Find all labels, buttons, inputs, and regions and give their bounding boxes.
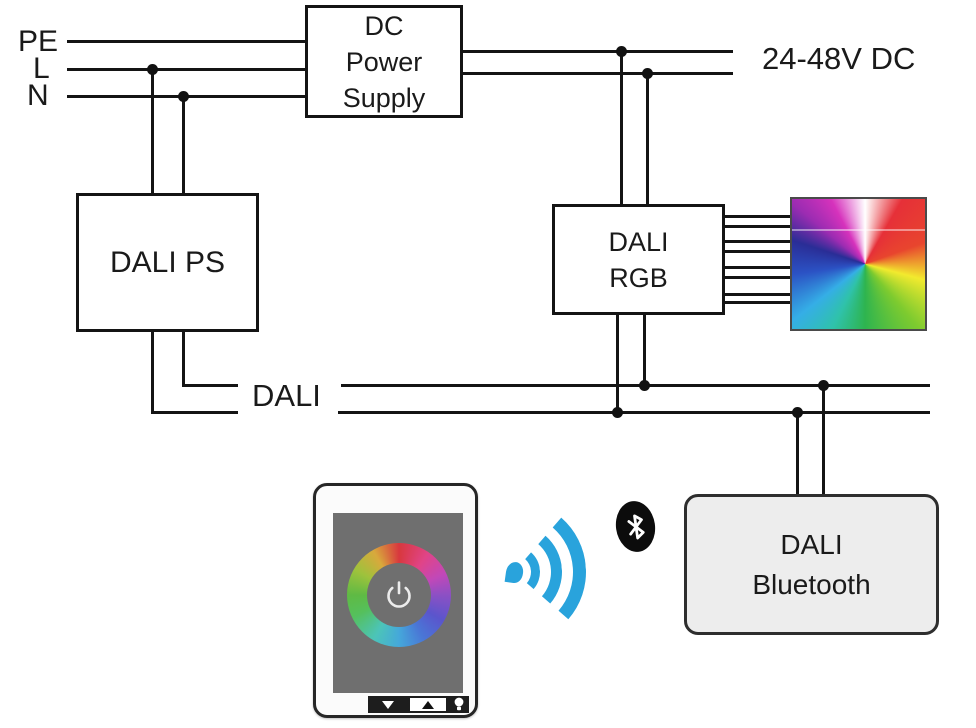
lamp-button	[448, 696, 469, 713]
dali-rgb-label-1: DALI	[608, 226, 669, 257]
bluetooth-logo-icon	[612, 498, 659, 555]
wire-dc-minus	[463, 72, 733, 75]
dc-power-supply-label-1: DC	[364, 10, 404, 41]
dim-up-button	[408, 696, 448, 713]
junction-dot	[612, 407, 623, 418]
up-triangle-icon	[422, 700, 434, 709]
color-wheel-ring	[347, 543, 451, 647]
wireless-signal-icon	[437, 495, 614, 649]
wire-rgb-da1-drop	[643, 313, 646, 387]
lamp-icon	[454, 697, 463, 711]
wire-rgb-ch3a	[725, 266, 791, 269]
power-button-icon	[387, 581, 411, 608]
bluetooth-rune	[626, 514, 645, 539]
wire-l	[67, 68, 307, 71]
junction-dot	[818, 380, 829, 391]
dali-bluetooth-label-1: DALI	[780, 528, 843, 560]
touch-panel-controller	[313, 483, 478, 718]
wire-ps-da1-drop	[182, 330, 185, 387]
label-pe: PE	[18, 25, 59, 58]
junction-dot	[616, 46, 627, 57]
dali-rgb-box: DALI RGB	[552, 204, 725, 315]
down-triangle-icon	[382, 700, 394, 709]
wire-bt-da1-riser	[822, 384, 825, 496]
wire-n-drop	[182, 95, 185, 196]
junction-dot	[642, 68, 653, 79]
label-dc-voltage: 24-48V DC	[762, 41, 916, 76]
color-wheel-center	[367, 563, 431, 627]
touch-panel-screen	[333, 513, 469, 713]
dc-power-supply-box: DC Power Supply	[305, 5, 463, 118]
label-dali-bus: DALI	[252, 378, 321, 413]
wire-rgb-ch4b	[725, 301, 791, 304]
dali-ps-label: DALI PS	[109, 245, 226, 279]
dali-rgb-label-2: RGB	[609, 262, 668, 293]
color-gamut-square	[790, 197, 927, 331]
wire-rgb-ch1b	[725, 225, 791, 228]
wire-dc-drop-1	[620, 50, 623, 207]
dc-power-supply-label-2: Power	[345, 46, 423, 77]
junction-dot	[178, 91, 189, 102]
wire-ps-da2-stub	[151, 411, 238, 414]
wire-rgb-da2-drop	[616, 313, 619, 414]
gamut-highlight-line	[792, 229, 925, 231]
wire-rgb-ch4a	[725, 293, 791, 296]
wire-rgb-ch2b	[725, 250, 791, 253]
wire-l-drop	[151, 68, 154, 196]
wire-ps-da1-stub	[182, 384, 238, 387]
dim-down-button	[368, 696, 408, 713]
label-l: L	[33, 52, 50, 85]
label-n: N	[27, 79, 49, 112]
wire-pe	[67, 40, 307, 43]
junction-dot	[792, 407, 803, 418]
wire-dc-plus	[463, 50, 733, 53]
wire-ps-da2-drop	[151, 330, 154, 414]
dc-power-supply-label-3: Supply	[342, 82, 426, 113]
dali-bluetooth-box: DALI Bluetooth	[684, 494, 939, 635]
junction-dot	[147, 64, 158, 75]
wire-bus-top	[341, 384, 930, 387]
wire-bus-bottom	[338, 411, 930, 414]
junction-dot	[639, 380, 650, 391]
dali-bluetooth-label-2: Bluetooth	[752, 568, 871, 600]
panel-toolbar	[368, 696, 469, 713]
wire-rgb-ch2a	[725, 240, 791, 243]
wire-rgb-ch3b	[725, 276, 791, 279]
wire-dc-drop-2	[646, 72, 649, 207]
wire-bt-da2-riser	[796, 411, 799, 496]
dali-ps-box: DALI PS	[76, 193, 259, 332]
wire-rgb-ch1a	[725, 215, 791, 218]
